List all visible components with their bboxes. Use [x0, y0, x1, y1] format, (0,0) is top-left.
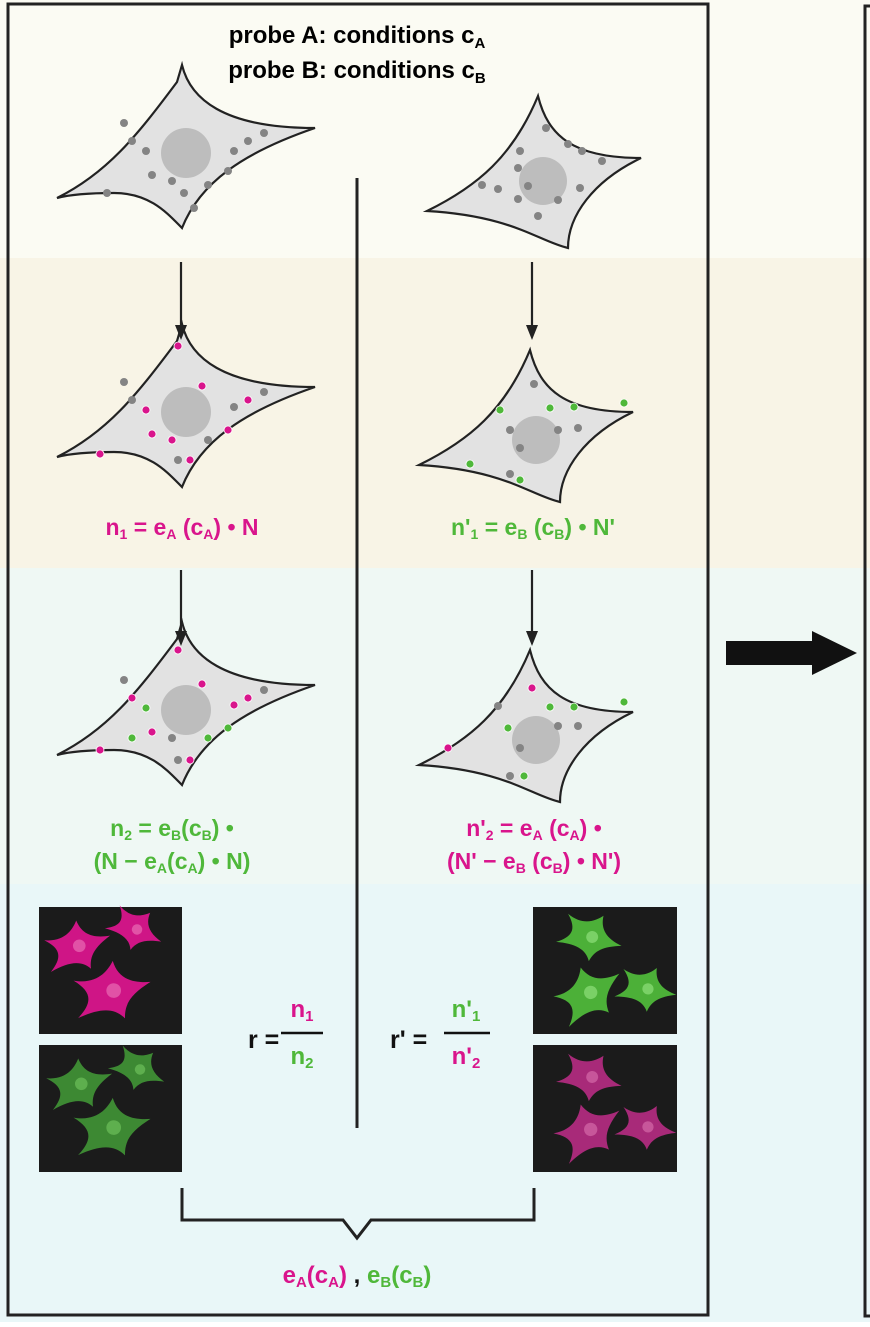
arrow-left-2: [175, 570, 187, 646]
formula-n2-prime-line1: n'2 = eA (cA) •: [466, 815, 602, 843]
arrow-right-2: [526, 570, 538, 646]
formula-n1-prime: n'1 = eB (cB) • N': [451, 514, 615, 542]
cell-right-probe-b: [417, 348, 635, 504]
ratio-r-prime-denominator: n'2: [452, 1043, 481, 1072]
result-label: eA(cA) , eB(cB): [283, 1262, 432, 1291]
ratio-r-denominator: n2: [290, 1043, 313, 1072]
down-arrows: [175, 262, 538, 646]
formula-n2-line1: n2 = eB(cB) •: [110, 815, 234, 843]
cell-right-both-probes: [417, 648, 635, 804]
right-panel-frame: [863, 4, 870, 1318]
ratio-r-prime-numerator: n'1: [452, 996, 481, 1025]
combine-brace: [180, 1188, 536, 1241]
ratio-r-symbol: r =: [248, 1026, 279, 1054]
right-arrow-icon: [726, 631, 857, 675]
cell-left-both-probes: [55, 620, 317, 787]
cell-right-unlabeled: [425, 94, 643, 250]
cell-left-unlabeled: [55, 63, 317, 230]
probe-a-label: probe A: conditions cA: [229, 22, 486, 52]
cell-left-probe-a: [55, 322, 317, 489]
micrograph-right-green: [533, 907, 677, 1034]
formula-n1: n1 = eA (cA) • N: [105, 514, 258, 542]
arrow-left-1: [175, 262, 187, 340]
micrograph-right-magenta: [533, 1045, 677, 1172]
ratio-r-prime-symbol: r' =: [390, 1026, 427, 1054]
micrograph-left-magenta: [39, 905, 182, 1034]
ratio-r-prime: r' = n'1 n'2: [390, 996, 490, 1072]
probe-b-label: probe B: conditions cB: [228, 57, 486, 87]
ratio-r-numerator: n1: [290, 996, 313, 1025]
micrograph-left-green: [39, 1045, 182, 1172]
left-panel-frame: [6, 2, 710, 1317]
arrow-right-1: [526, 262, 538, 340]
ratio-r: r = n1 n2: [248, 996, 323, 1072]
formula-n2-prime-line2: (N' − eB (cB) • N'): [447, 848, 621, 876]
formula-n2-line2: (N − eA(cA) • N): [94, 848, 251, 876]
